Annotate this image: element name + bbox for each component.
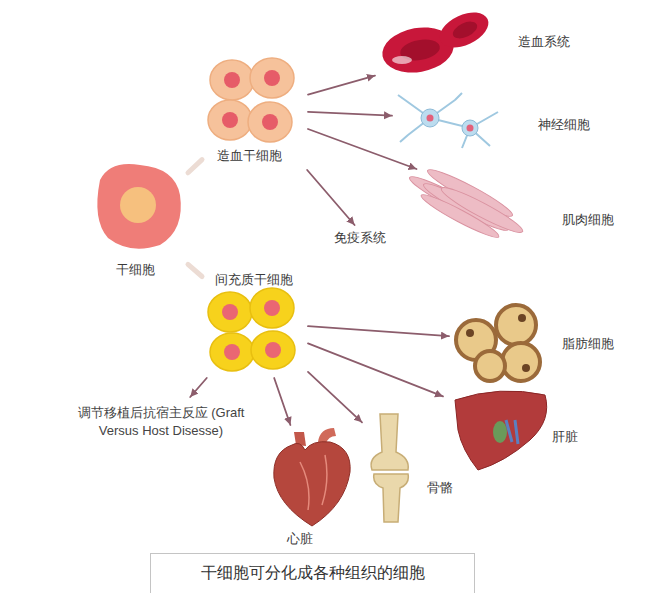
node-label: 调节移植后抗宿主反应 (Graft Versus Host Disesse) (77, 404, 245, 439)
differentiation-arrow (308, 343, 443, 396)
hsc-cluster-figure-part (222, 70, 280, 130)
neuron-node: 神经细胞 (395, 88, 600, 153)
msc-cluster-figure-part (222, 300, 281, 360)
neuron-figure-part (427, 115, 434, 122)
node-label: 肝脏 (552, 429, 578, 446)
neuron-figure-part (421, 109, 439, 127)
node-label: 间充质干细胞 (215, 272, 293, 289)
hsc-cluster-figure-part (248, 102, 292, 142)
stem-cell-body (97, 164, 180, 249)
differentiation-arrow (308, 129, 417, 169)
differentiation-arrow (308, 112, 392, 116)
bone-figure-part (374, 474, 409, 522)
differentiation-arrow (307, 170, 354, 225)
heart-figure-part (300, 455, 327, 510)
differentiation-arrow (190, 378, 207, 397)
stem-cell-node: 干细胞 (90, 158, 185, 283)
msc-cluster-figure-part-part (265, 342, 281, 358)
gvhd-note-node: 调节移植后抗宿主反应 (Graft Versus Host Disesse) (55, 400, 275, 452)
stem-cell-figure (97, 164, 180, 249)
hsc-cluster-figure-part (250, 58, 294, 98)
msc-cluster-figure-part-part (222, 304, 238, 320)
msc-cluster-figure (208, 288, 295, 371)
msc-cluster-figure-part (250, 288, 294, 328)
fat-cell-figure-part (496, 305, 536, 345)
heart-figure-part (274, 442, 350, 526)
heart-node: 心脏 (265, 428, 360, 550)
fat-cell-figure-part-part (518, 314, 526, 322)
stem-cell-nucleus (120, 187, 156, 223)
node-label: 脂肪细胞 (562, 336, 614, 353)
fat-cell-figure-part (466, 314, 530, 372)
node-label: 造血系统 (518, 34, 570, 51)
hsc-cluster-figure (208, 58, 294, 142)
node-label: 神经细胞 (538, 117, 590, 134)
bone-figure (371, 414, 408, 522)
lineage-band (188, 160, 202, 173)
node-label: 肌肉细胞 (562, 212, 614, 229)
neuron-figure-part (398, 93, 498, 148)
fat-cell-figure-part (502, 343, 540, 381)
hsc-cluster-node: 造血干细胞 (205, 52, 305, 167)
hsc-cluster-figure-part (208, 100, 252, 140)
hsc-cluster-figure-part-part (224, 72, 240, 88)
lineage-band (188, 264, 202, 276)
muscle-figure (406, 164, 526, 242)
liver-node: 肝脏 (446, 383, 606, 475)
fat-cell-figure-part (475, 351, 505, 381)
differentiation-arrow (308, 76, 375, 95)
liver-figure (455, 391, 547, 470)
msc-cluster-node: 间充质干细胞 (205, 270, 305, 375)
muscle-cell-node: 肌肉细胞 (412, 172, 622, 240)
hsc-cluster-figure-part-part (222, 112, 238, 128)
caption-box: 干细胞可分化成各种组织的细胞 (150, 553, 475, 593)
msc-cluster-figure-part-part (224, 344, 240, 360)
neuron-figure-part (467, 125, 474, 132)
bone-node: 骨骼 (365, 412, 460, 527)
msc-cluster-figure-part-part (264, 300, 280, 316)
caption-text: 干细胞可分化成各种组织的细胞 (201, 563, 425, 584)
differentiation-arrow (274, 378, 290, 425)
hsc-cluster-figure-part-part (262, 114, 278, 130)
msc-cluster-figure-part (251, 331, 295, 369)
red-blood-cell-figure (379, 5, 494, 77)
node-label: 造血干细胞 (217, 148, 282, 165)
neuron-figure (398, 93, 498, 148)
heart-figure (274, 428, 350, 526)
differentiation-arrow (308, 326, 449, 336)
bone-figure-part (371, 414, 408, 470)
hsc-cluster-figure-part-part (264, 70, 280, 86)
hsc-cluster-figure-part (210, 60, 254, 100)
red-blood-cell-figure-part (450, 18, 479, 42)
liver-figure-part (455, 391, 547, 470)
fat-cell-figure-part-part (466, 329, 474, 337)
blood-system-node: 造血系统 (378, 12, 574, 82)
node-label: 骨骼 (427, 480, 453, 497)
liver-figure-part (493, 421, 507, 443)
msc-cluster-figure-part (208, 292, 252, 332)
immune-system-node: 免疫系统 (330, 228, 405, 252)
node-label: 免疫系统 (334, 230, 386, 247)
liver-figure-part (506, 420, 518, 444)
differentiation-arrow (308, 372, 362, 422)
fat-cell-figure (456, 305, 540, 381)
fat-cell-figure-part-part (522, 364, 530, 372)
fat-cell-node: 脂肪细胞 (452, 300, 627, 385)
node-label: 干细胞 (116, 262, 155, 279)
red-blood-cell-figure-part (392, 56, 412, 64)
msc-cluster-figure-part (210, 333, 254, 371)
node-label: 心脏 (287, 531, 313, 548)
muscle-figure-part (418, 190, 501, 242)
red-blood-cell-figure-part (434, 5, 494, 54)
neuron-figure-part (462, 120, 478, 136)
